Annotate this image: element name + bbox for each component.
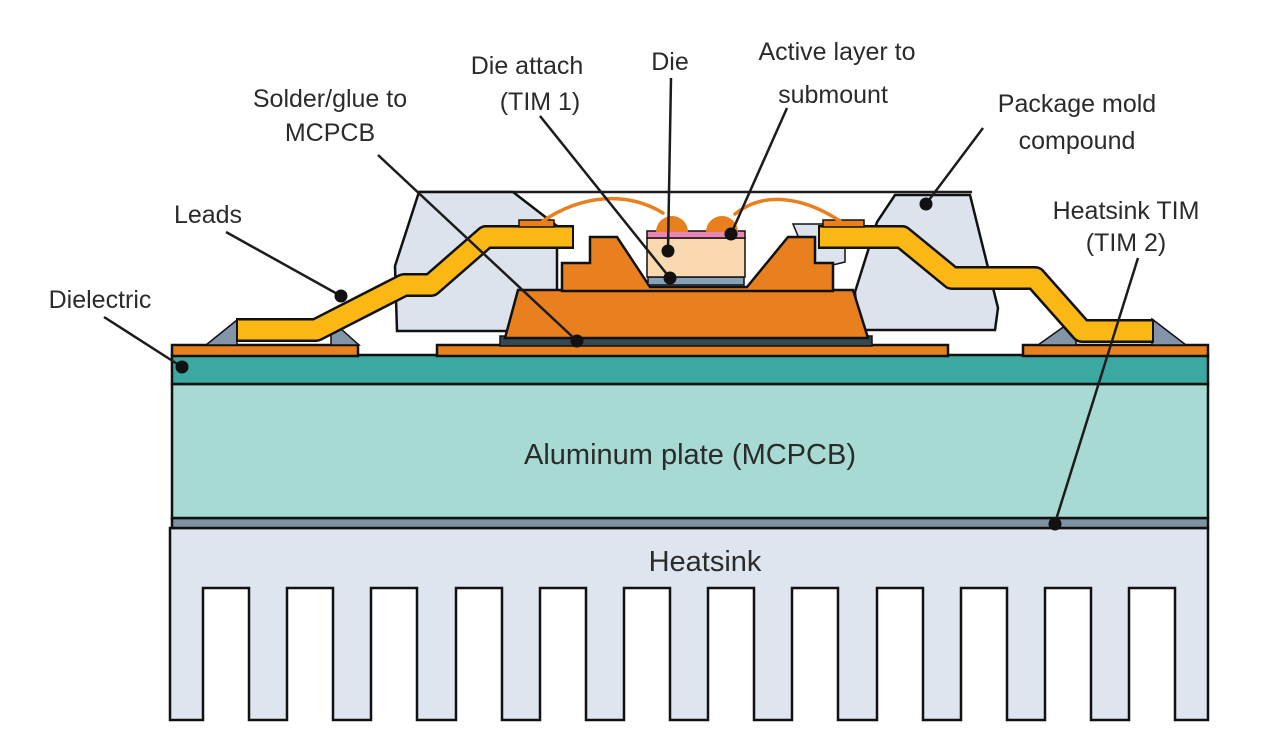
aluminum-plate-layer <box>170 382 1210 520</box>
leader-active-layer <box>729 107 789 235</box>
dot-dielectric <box>175 360 189 374</box>
wire-bond-pad-left <box>518 219 555 228</box>
label-dielectric: Dielectric <box>49 286 152 314</box>
label-solder-glue-line1: Solder/glue to <box>253 85 407 113</box>
label-aluminum-plate: Aluminum plate (MCPCB) <box>524 439 856 471</box>
label-solder-glue-line2: MCPCB <box>285 119 375 147</box>
label-package-mold-line1: Package mold <box>998 90 1156 118</box>
leader-die-attach <box>539 115 671 279</box>
bond-ball-left <box>656 216 688 232</box>
copper-pad-right <box>1021 343 1210 358</box>
heatsink-shape <box>168 526 1210 722</box>
leader-solder-glue <box>377 154 578 342</box>
dielectric-layer <box>170 353 1210 386</box>
leader-heatsink-tim <box>1053 257 1140 524</box>
bond-wire-left <box>541 196 665 223</box>
label-die-attach-line1: Die attach <box>471 52 584 80</box>
dot-solder-glue <box>570 334 584 348</box>
dot-package-mold <box>919 197 933 211</box>
leader-package-mold <box>925 127 984 205</box>
dot-leads <box>334 289 348 303</box>
solder-fillet-left-outer <box>203 318 238 346</box>
lead-left <box>238 227 572 340</box>
leader-dielectric <box>103 315 183 369</box>
submount-steps <box>560 235 835 293</box>
submount-block <box>503 288 870 340</box>
bond-wire-right <box>733 197 842 223</box>
label-package-mold-line2: compound <box>1019 127 1136 155</box>
label-die-attach-line2: (TIM 1) <box>500 88 581 116</box>
dot-heatsink-tim <box>1048 517 1062 531</box>
label-active-layer-line2: submount <box>778 81 888 109</box>
leader-die <box>666 77 673 251</box>
dot-active-layer <box>724 227 738 241</box>
solder-fillet-right-outer <box>1151 317 1189 346</box>
label-die: Die <box>651 48 689 76</box>
leader-leads <box>225 230 342 298</box>
label-heatsink-tim-line1: Heatsink TIM <box>1053 197 1200 225</box>
label-active-layer-line1: Active layer to <box>758 38 915 66</box>
die-attach-tim1-layer <box>647 276 745 286</box>
label-heatsink-tim-line2: (TIM 2) <box>1086 229 1167 257</box>
wire-bond-pad-right <box>822 219 865 228</box>
die-body <box>646 237 746 278</box>
copper-pad-left <box>170 343 360 358</box>
dot-die <box>661 244 675 258</box>
lead-right <box>820 227 1152 341</box>
label-leads: Leads <box>174 201 242 229</box>
dot-die-attach <box>663 271 677 285</box>
label-heatsink: Heatsink <box>649 546 762 578</box>
active-layer <box>646 230 746 239</box>
